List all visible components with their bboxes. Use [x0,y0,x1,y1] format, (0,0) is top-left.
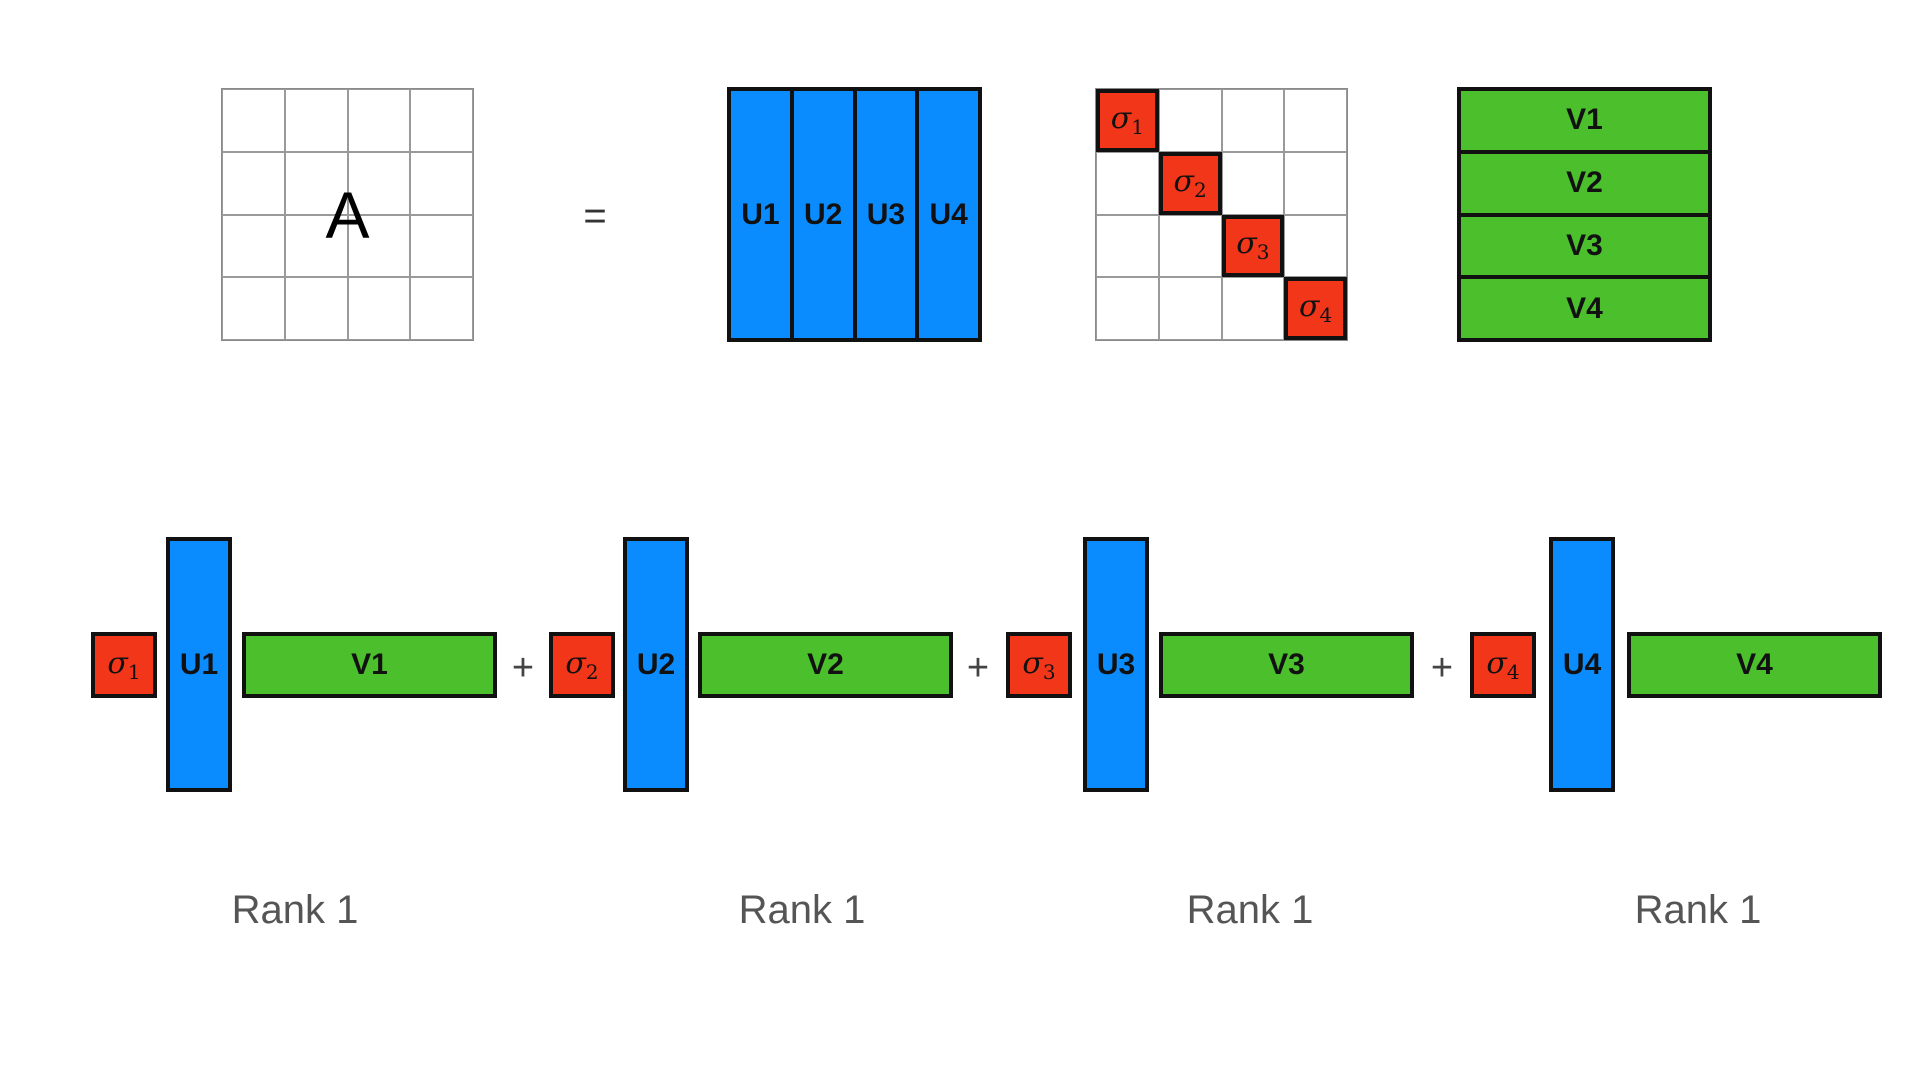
term-4-sigma-label: σ4 [1486,645,1520,684]
matrix-a-cell [284,151,348,215]
matrix-a-cell [222,277,285,340]
sigma-empty-cell [1096,214,1159,278]
sigma-empty-cell [1221,277,1285,340]
term-2-sigma: σ2 [549,632,615,698]
sigma-empty-cell [1158,214,1222,278]
term-3-sigma: σ3 [1006,632,1072,698]
matrix-a-cell [222,151,285,215]
u-matrix: U1 U2 U3 U4 [727,87,982,342]
term-2-v-vector: V2 [698,632,953,698]
matrix-a-cell [410,151,473,215]
sigma-empty-cell [1096,277,1159,340]
matrix-a-cell [347,151,411,215]
equals-sign: = [583,193,607,238]
u-column-1: U1 [731,91,794,338]
matrix-a-cell [284,214,348,278]
rank-label-4: Rank 1 [1634,888,1762,932]
v-row-3: V3 [1461,217,1708,280]
plus-sign-3: + [1430,646,1454,689]
term-1-u-vector: U1 [166,537,232,792]
rank-label-2: Rank 1 [738,888,866,932]
matrix-a-label: A [325,177,370,252]
sigma-diagonal-cell-3: σ3 [1221,214,1285,278]
term-2-sigma-label: σ2 [565,645,599,684]
rank-label-1: Rank 1 [231,888,359,932]
sigma-4-label: σ4 [1299,289,1333,328]
matrix-a-cell [347,214,411,278]
v-row-2: V2 [1461,154,1708,217]
sigma-1-label: σ1 [1110,100,1144,139]
term-1-sigma: σ1 [91,632,157,698]
term-2-u-vector: U2 [623,537,689,792]
u-column-4: U4 [919,91,978,338]
sigma-2-label: σ2 [1173,163,1207,202]
sigma-empty-cell [1096,151,1159,215]
term-1-v-vector: V1 [242,632,497,698]
sigma-empty-cell [1284,151,1347,215]
sigma-diagonal-cell-2: σ2 [1158,151,1222,215]
sigma-3-label: σ3 [1236,226,1270,265]
matrix-a-cell [222,214,285,278]
matrix-a-cell [347,89,411,152]
v-matrix: V1 V2 V3 V4 [1457,87,1712,342]
u-column-3: U3 [856,91,920,338]
sigma-diagonal-cell-4: σ4 [1284,277,1347,340]
sigma-empty-cell [1284,214,1347,278]
sigma-empty-cell [1221,151,1285,215]
plus-sign-2: + [966,646,990,689]
matrix-a-grid [221,88,474,341]
v-row-1: V1 [1461,91,1708,154]
plus-sign-1: + [511,646,535,689]
term-3-v-vector: V3 [1159,632,1414,698]
matrix-a-cell [410,214,473,278]
sigma-empty-cell [1158,277,1222,340]
matrix-a-cell [410,277,473,340]
term-4-v-vector: V4 [1627,632,1882,698]
sigma-diagonal-cell-1: σ1 [1096,89,1159,152]
term-4-u-vector: U4 [1549,537,1615,792]
sigma-empty-cell [1221,89,1285,152]
matrix-a-cell [347,277,411,340]
matrix-a-cell [222,89,285,152]
matrix-a-cell [410,89,473,152]
term-1-sigma-label: σ1 [107,645,141,684]
u-column-2: U2 [793,91,857,338]
matrix-a-cell [284,89,348,152]
v-row-4: V4 [1566,291,1603,325]
term-3-sigma-label: σ3 [1022,645,1056,684]
term-4-sigma: σ4 [1470,632,1536,698]
rank-label-3: Rank 1 [1186,888,1314,932]
sigma-empty-cell [1158,89,1222,152]
sigma-empty-cell [1284,89,1347,152]
term-3-u-vector: U3 [1083,537,1149,792]
matrix-a-cell [284,277,348,340]
sigma-matrix: σ1 σ2 σ3 σ4 [1095,88,1348,341]
